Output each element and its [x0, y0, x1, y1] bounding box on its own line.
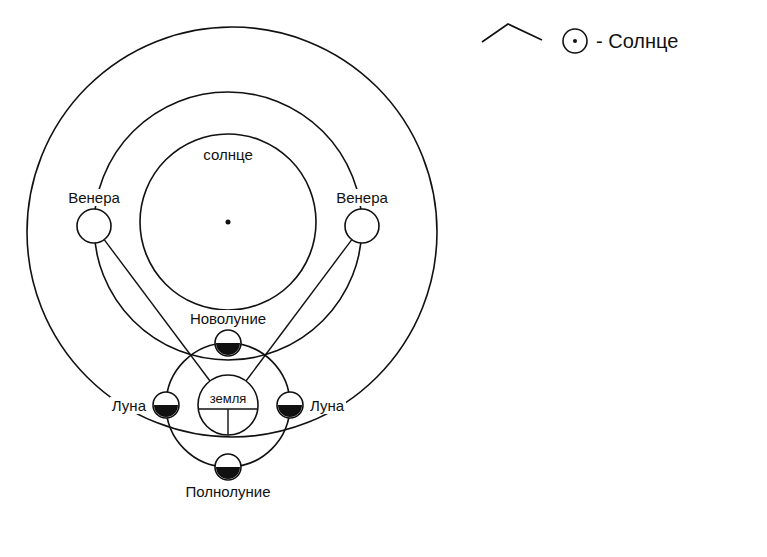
venus-circle: Венера — [66, 189, 122, 245]
sun-circle: солнце — [138, 132, 318, 312]
venus-label-group: Венера — [66, 189, 122, 206]
moon-circle-outline — [213, 328, 243, 358]
pointer-stroke — [482, 24, 542, 42]
venus-circle: Венера — [334, 189, 390, 245]
moon-phase-label: Новолуние — [188, 310, 268, 327]
moon-circle: Луна — [110, 390, 181, 420]
moon-circle-ring — [215, 330, 241, 356]
earth-circle: земля — [196, 373, 260, 437]
moon-circle-outline — [213, 452, 243, 482]
sun-label-group: солнце — [201, 146, 254, 163]
sun-label: солнце — [201, 146, 254, 163]
sun-center-dot — [226, 220, 231, 225]
moon-circle-outline — [275, 390, 305, 420]
venus-circle-ring — [77, 209, 111, 243]
earth-axis — [227, 409, 228, 435]
venus-orbit — [94, 92, 362, 360]
moon-phase-label-group: Новолуние — [188, 310, 268, 327]
moon-shadow — [154, 405, 178, 417]
earth-circle-ring — [198, 375, 258, 435]
moon-circle: Полнолуние — [183, 452, 272, 500]
legend-text: - Солнце — [596, 30, 678, 53]
moon-shadow — [278, 405, 302, 417]
sun-circle-ring — [140, 134, 316, 310]
moon-circle: Луна — [275, 390, 346, 420]
venus-label: Венера — [334, 189, 390, 206]
moon-label-group: Луна — [110, 397, 148, 414]
moon-phase-label-group: Полнолуние — [183, 483, 272, 500]
moon-label-group: Луна — [308, 397, 346, 414]
venus-circle-ring — [345, 209, 379, 243]
sun-symbol — [560, 26, 590, 56]
moon-phase-label: Полнолуние — [183, 483, 272, 500]
venus-label: Венера — [66, 189, 122, 206]
moon-circle-ring — [153, 392, 179, 418]
moon-circle-ring — [215, 454, 241, 480]
venus-circle-outline — [343, 207, 381, 245]
moon-orbit — [166, 343, 290, 467]
moon-label: Луна — [110, 397, 148, 414]
venus-label-group: Венера — [334, 189, 390, 206]
moon-shadow — [216, 467, 240, 479]
moon-shadow — [216, 343, 240, 355]
moon-circle-outline — [151, 390, 181, 420]
venus-outer-orbit — [27, 27, 437, 437]
moon-circle-ring — [277, 392, 303, 418]
earth-label: земля — [208, 390, 249, 407]
venus-circle-outline — [75, 207, 113, 245]
earth-label-group: земля — [208, 390, 249, 407]
moon-label: Луна — [308, 397, 346, 414]
legend: - Солнце — [560, 26, 678, 56]
moon-circle: Новолуние — [188, 310, 268, 358]
